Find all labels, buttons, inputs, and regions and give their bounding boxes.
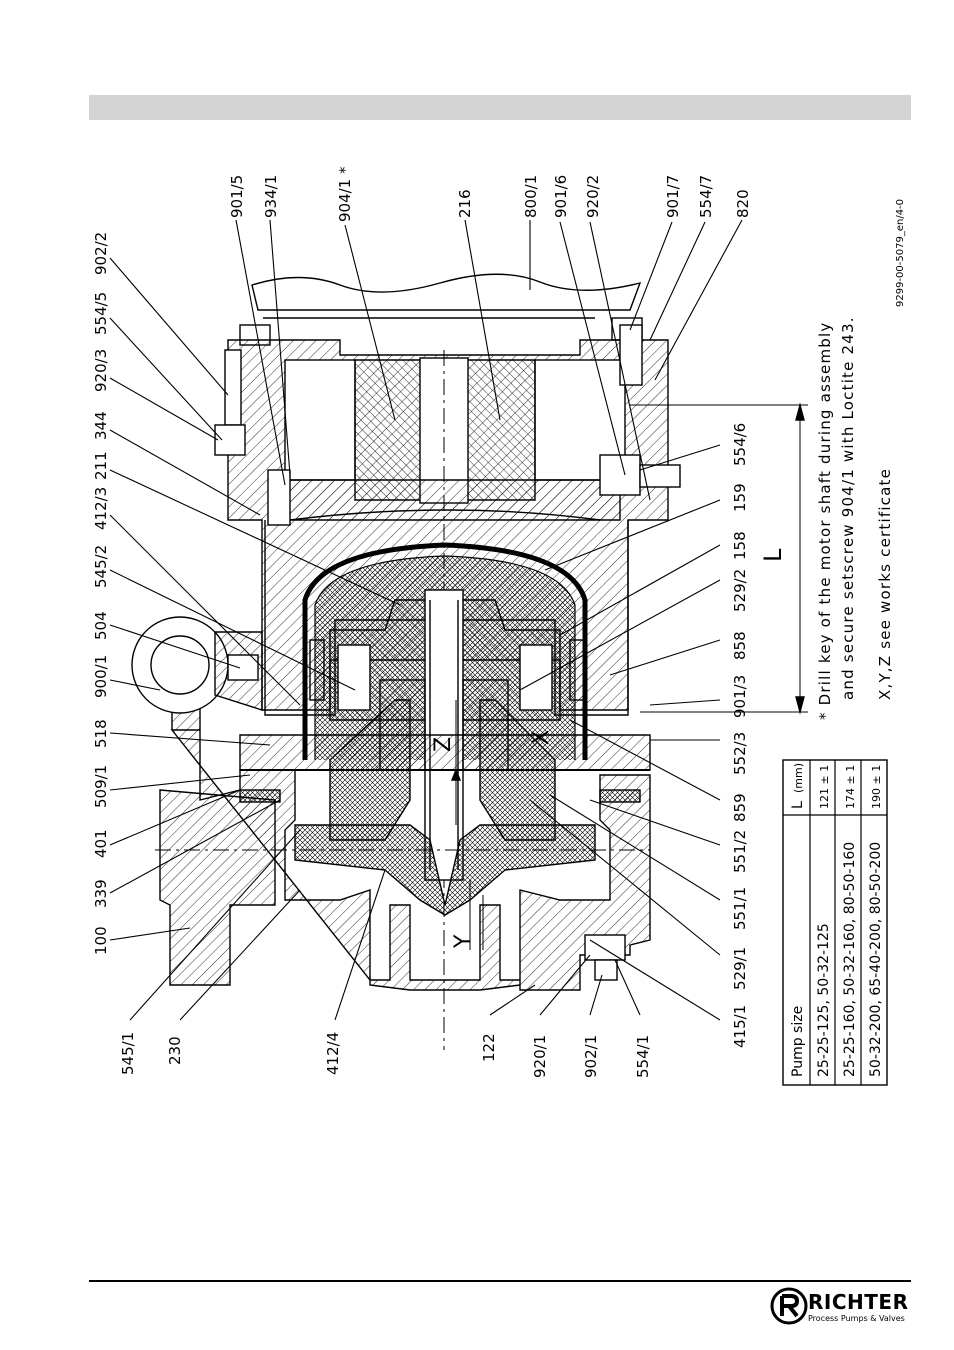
part-label: 211 <box>92 451 110 480</box>
part-label: 529/1 <box>731 947 749 990</box>
part-label: 900/1 <box>92 655 110 698</box>
table-cell: 25-25-125, 50-32-125 <box>816 923 832 1077</box>
dimension-l-label: L <box>759 548 787 562</box>
part-label: 901/3 <box>731 675 749 718</box>
part-label: 934/1 <box>262 175 280 218</box>
table-cell: 25-25-160, 50-32-160, 80-50-160 <box>842 842 858 1077</box>
part-label: 545/1 <box>119 1032 137 1075</box>
part-label: 920/1 <box>531 1035 549 1078</box>
part-label: 415/1 <box>731 1005 749 1048</box>
part-label: 344 <box>92 411 110 440</box>
table-cell: 174 ± 1 <box>844 765 857 809</box>
part-label: 339 <box>92 879 110 908</box>
richter-logo-icon <box>770 1287 808 1325</box>
part-label: 122 <box>480 1033 498 1062</box>
part-label: 504 <box>92 611 110 640</box>
note-line-1: * Drill key of the motor shaft during as… <box>816 322 834 720</box>
table-cell: 121 ± 1 <box>818 765 831 809</box>
table-cell: 190 ± 1 <box>870 765 883 809</box>
logo-tagline: Process Pumps & Valves <box>808 1314 905 1323</box>
part-label: 800/1 <box>522 175 540 218</box>
header-bar <box>89 95 911 120</box>
axis-z-label: Z <box>431 737 456 752</box>
part-label: 518 <box>92 719 110 748</box>
part-label: 859 <box>731 793 749 822</box>
part-label: 545/2 <box>92 545 110 588</box>
part-label: 554/5 <box>92 292 110 335</box>
labels-left: 902/2 554/5 920/3 344 211 412/3 545/2 50… <box>92 232 110 955</box>
part-label: 920/3 <box>92 349 110 392</box>
part-label: 551/2 <box>731 830 749 873</box>
part-label: 902/2 <box>92 232 110 275</box>
leader-lines <box>109 219 743 1021</box>
part-label: 904/1 * <box>336 166 354 222</box>
part-label: 529/2 <box>731 569 749 612</box>
part-label: 509/1 <box>92 765 110 808</box>
part-label: 552/3 <box>731 732 749 775</box>
part-label: 412/4 <box>324 1032 342 1075</box>
part-label: 554/1 <box>634 1035 652 1078</box>
part-label: 554/7 <box>697 175 715 218</box>
part-label: 230 <box>166 1036 184 1065</box>
part-label: 920/2 <box>584 175 602 218</box>
part-label: 901/7 <box>664 175 682 218</box>
pump-assembly <box>131 273 808 1050</box>
part-label: 901/6 <box>552 175 570 218</box>
part-label: 901/5 <box>228 175 246 218</box>
labels-bottom: 545/1 230 412/4 122 920/1 902/1 554/1 <box>119 1032 652 1078</box>
part-label: 412/3 <box>92 487 110 530</box>
logo-name: RICHTER <box>808 1290 909 1314</box>
table-cell: 50-32-200, 65-40-200, 80-50-200 <box>868 842 884 1077</box>
part-label: 216 <box>456 189 474 218</box>
note-line-3: X,Y,Z see works certificate <box>876 468 894 700</box>
notes: * Drill key of the motor shaft during as… <box>816 199 906 720</box>
table-header-unit: (mm) <box>792 763 805 793</box>
part-label: 401 <box>92 829 110 858</box>
labels-top: 901/5 934/1 904/1 * 216 800/1 901/6 920/… <box>228 166 752 222</box>
axis-x-label: X <box>529 730 554 745</box>
pump-size-table: Pump size L (mm) 25-25-125, 50-32-125 12… <box>782 759 888 1086</box>
part-label: 159 <box>731 483 749 512</box>
part-label: 902/1 <box>582 1035 600 1078</box>
note-line-2: and secure setscrew 904/1 with Loctite 2… <box>839 316 857 700</box>
labels-right: 554/6 159 158 529/2 858 901/3 552/3 859 … <box>731 423 749 1048</box>
document-id: 9299-00-5079_en/4-0 <box>895 199 906 307</box>
part-label: 158 <box>731 531 749 560</box>
part-label: 100 <box>92 926 110 955</box>
table-header-l: L <box>790 801 806 809</box>
footer-line <box>89 1280 911 1282</box>
part-label: 551/1 <box>731 887 749 930</box>
axis-y-label: Y <box>451 934 476 949</box>
part-label: 858 <box>731 631 749 660</box>
part-label: 554/6 <box>731 423 749 466</box>
table-header-pump-size: Pump size <box>790 1006 806 1077</box>
part-label: 820 <box>734 189 752 218</box>
